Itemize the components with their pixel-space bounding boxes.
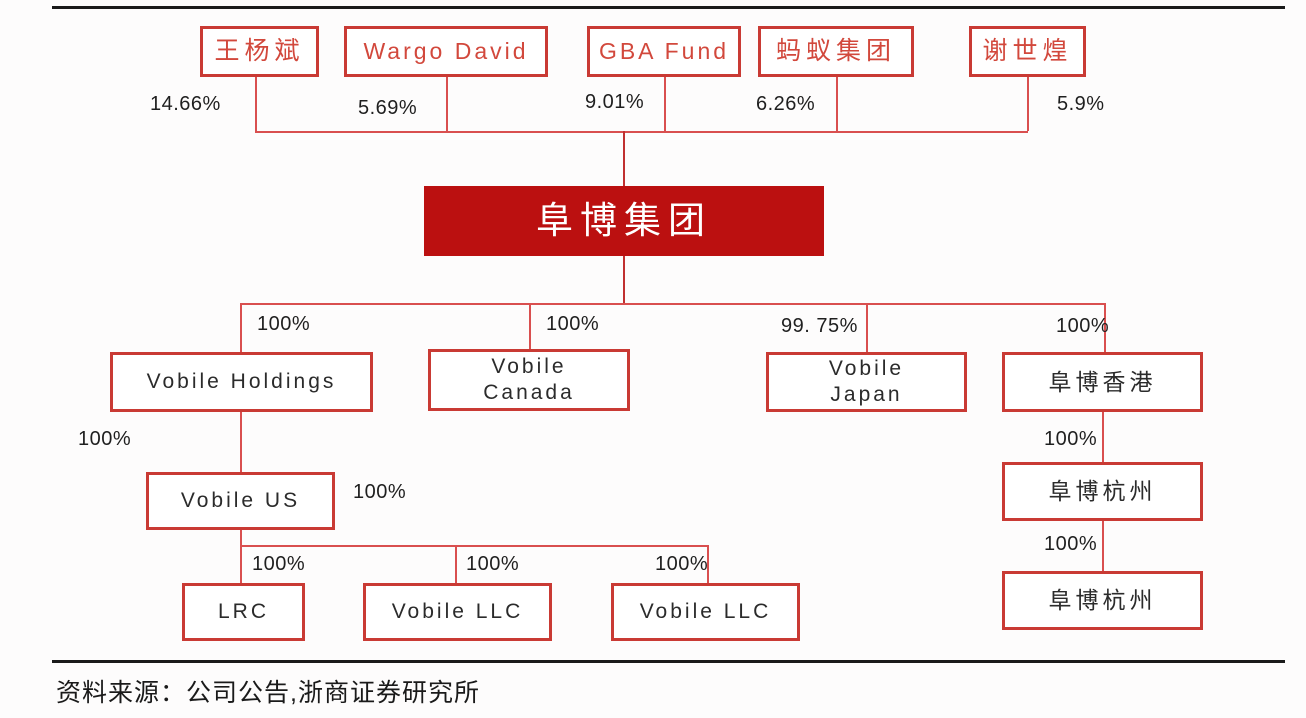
node-label-line1: Vobile bbox=[491, 354, 567, 378]
node-vobile-hongkong[interactable]: 阜博香港 bbox=[1002, 352, 1203, 412]
connector-main-drop bbox=[623, 256, 625, 303]
node-label-line2: Japan bbox=[830, 383, 903, 406]
node-label: 谢世煌 bbox=[982, 36, 1073, 65]
node-label: Vobile Holdings bbox=[146, 369, 337, 393]
node-label: 阜博杭州 bbox=[1048, 478, 1157, 505]
pct-lrc: 100% bbox=[252, 553, 306, 575]
node-lrc[interactable]: LRC bbox=[182, 583, 305, 641]
source-note: 资料来源：公司公告,浙商证券研究所 bbox=[56, 679, 480, 707]
pct-us-right: 100% bbox=[353, 481, 407, 503]
connector-lrc-drop bbox=[240, 545, 242, 583]
pct-owner3: 9.01% bbox=[585, 91, 645, 113]
pct-canada: 100% bbox=[546, 313, 600, 335]
connector-owner5-drop bbox=[1027, 77, 1029, 131]
pct-japan: 99. 75% bbox=[781, 315, 858, 337]
connector-hz1-to-hz2 bbox=[1102, 521, 1104, 571]
connector-japan-drop bbox=[866, 303, 868, 352]
connector-owner3-drop bbox=[664, 77, 666, 131]
node-shareholder-gba-fund[interactable]: GBA Fund bbox=[587, 26, 741, 77]
pct-holdings: 100% bbox=[257, 313, 311, 335]
pct-hz2: 100% bbox=[1044, 533, 1098, 555]
node-vobile-canada[interactable]: Vobile Canada bbox=[428, 349, 630, 411]
node-label: 阜博集团 bbox=[536, 199, 712, 241]
pct-llc2: 100% bbox=[655, 553, 709, 575]
node-shareholder-wargo-david[interactable]: Wargo David bbox=[344, 26, 548, 77]
node-label-line1: Vobile bbox=[828, 356, 905, 380]
node-label-line2: Canada bbox=[483, 381, 575, 404]
node-vobile-hangzhou-1[interactable]: 阜博杭州 bbox=[1002, 462, 1203, 521]
node-label: 蚂蚁集团 bbox=[775, 36, 896, 65]
connector-us-children-bus bbox=[240, 545, 709, 547]
connector-bus-to-main bbox=[623, 131, 625, 186]
node-shareholder-ant-group[interactable]: 蚂蚁集团 bbox=[758, 26, 914, 77]
pct-owner2: 5.69% bbox=[358, 97, 418, 119]
pct-owner5: 5.9% bbox=[1057, 93, 1105, 115]
node-label: Vobile LLC bbox=[391, 599, 524, 623]
node-vobile-llc-1[interactable]: Vobile LLC bbox=[363, 583, 552, 641]
pct-llc1: 100% bbox=[466, 553, 520, 575]
node-shareholder-wangyangbin[interactable]: 王杨斌 bbox=[200, 26, 319, 77]
node-label: GBA Fund bbox=[598, 38, 730, 65]
figure-bottom-rule bbox=[52, 660, 1285, 663]
node-shareholder-xieshihuang[interactable]: 谢世煌 bbox=[969, 26, 1086, 77]
connector-canada-drop bbox=[529, 303, 531, 349]
node-label: Wargo David bbox=[363, 38, 529, 65]
node-label: 阜博香港 bbox=[1048, 368, 1157, 395]
pct-owner4: 6.26% bbox=[756, 93, 816, 115]
node-vobile-holdings[interactable]: Vobile Holdings bbox=[110, 352, 373, 412]
pct-hz1: 100% bbox=[1044, 428, 1098, 450]
node-label: LRC bbox=[217, 599, 269, 623]
pct-hk: 100% bbox=[1056, 315, 1110, 337]
node-vobile-llc-2[interactable]: Vobile LLC bbox=[611, 583, 800, 641]
connector-holdings-drop bbox=[240, 303, 242, 352]
connector-shareholder-bus bbox=[255, 131, 1028, 133]
pct-us: 100% bbox=[78, 428, 132, 450]
node-label: Vobile US bbox=[180, 488, 301, 512]
node-main-vobile-group[interactable]: 阜博集团 bbox=[424, 186, 824, 256]
node-label: 王杨斌 bbox=[214, 36, 305, 65]
connector-hk-drop bbox=[1104, 303, 1106, 352]
connector-owner4-drop bbox=[836, 77, 838, 131]
connector-holdings-to-us bbox=[240, 412, 242, 472]
pct-owner1: 14.66% bbox=[150, 93, 221, 115]
connector-llc2-drop bbox=[707, 545, 709, 583]
connector-subsidiary-bus bbox=[240, 303, 1106, 305]
connector-owner2-drop bbox=[446, 77, 448, 131]
node-label: Vobile LLC bbox=[639, 599, 772, 623]
connector-us-drop bbox=[240, 530, 242, 545]
node-label: 阜博杭州 bbox=[1048, 587, 1157, 614]
node-vobile-japan[interactable]: Vobile Japan bbox=[766, 352, 967, 412]
node-vobile-us[interactable]: Vobile US bbox=[146, 472, 335, 530]
node-vobile-hangzhou-2[interactable]: 阜博杭州 bbox=[1002, 571, 1203, 630]
figure-top-rule bbox=[52, 6, 1285, 9]
connector-llc1-drop bbox=[455, 545, 457, 583]
connector-hk-to-hz1 bbox=[1102, 412, 1104, 462]
connector-owner1-drop bbox=[255, 77, 257, 131]
